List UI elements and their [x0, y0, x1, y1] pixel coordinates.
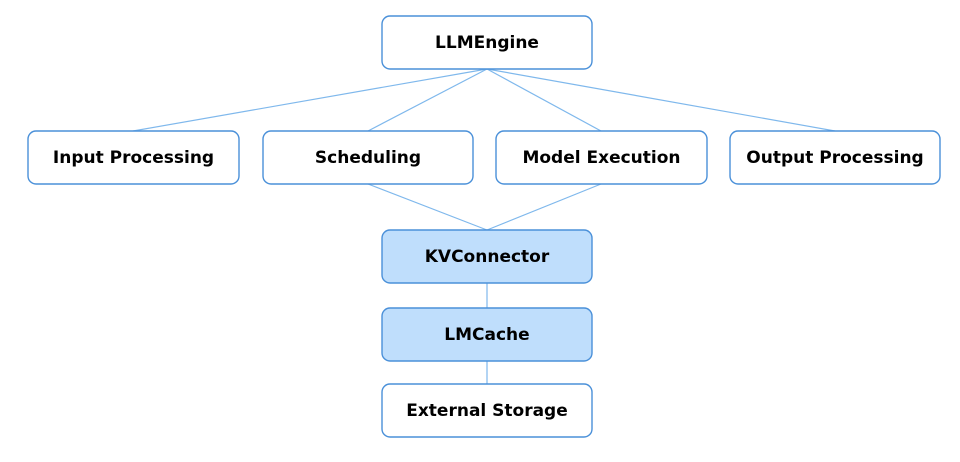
node-output-processing: Output Processing [729, 130, 941, 185]
edge-llm-engine-to-scheduling [367, 68, 488, 132]
edge-llm-engine-to-input-processing [132, 68, 488, 132]
node-kv-connector: KVConnector [381, 229, 593, 284]
nodes: LLMEngine Input Processing Scheduling Mo… [27, 15, 941, 438]
node-llm-engine: LLMEngine [381, 15, 593, 70]
node-external-storage: External Storage [381, 383, 593, 438]
edge-model-execution-to-kv-connector [486, 183, 602, 231]
node-lmcache: LMCache [381, 307, 593, 362]
edge-llm-engine-to-model-execution [486, 68, 602, 132]
node-input-processing: Input Processing [27, 130, 240, 185]
edge-scheduling-to-kv-connector [367, 183, 488, 231]
node-llm-engine-label: LLMEngine [435, 33, 539, 53]
node-output-processing-label: Output Processing [746, 148, 923, 168]
node-model-execution-label: Model Execution [522, 148, 680, 168]
node-scheduling: Scheduling [262, 130, 474, 185]
edge-llm-engine-to-output-processing [486, 68, 836, 132]
node-lmcache-label: LMCache [444, 325, 529, 345]
node-input-processing-label: Input Processing [53, 148, 214, 168]
node-scheduling-label: Scheduling [315, 148, 421, 168]
node-model-execution: Model Execution [495, 130, 708, 185]
node-external-storage-label: External Storage [406, 401, 568, 421]
edges [132, 68, 836, 384]
node-kv-connector-label: KVConnector [425, 247, 550, 267]
